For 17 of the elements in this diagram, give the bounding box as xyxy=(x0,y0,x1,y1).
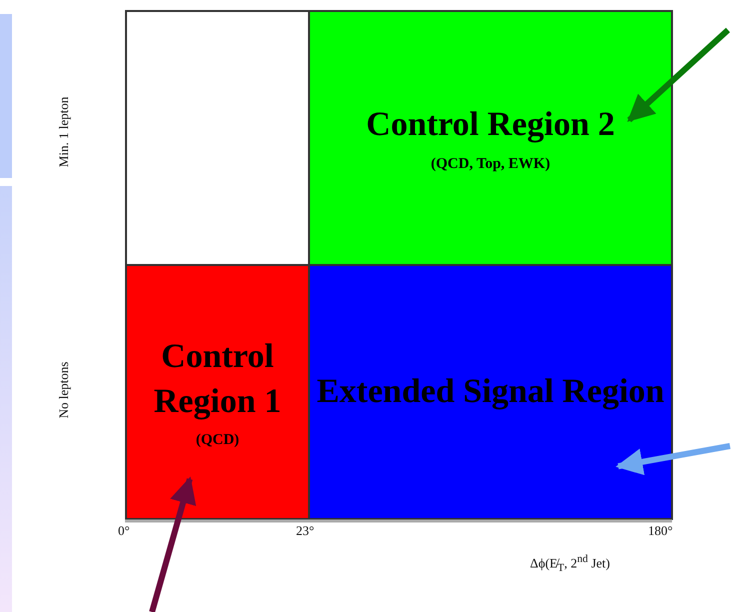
arrow xyxy=(627,28,730,122)
tick-label: 0° xyxy=(118,523,130,539)
region-box xyxy=(125,264,310,520)
region-note: (QCD) xyxy=(196,432,240,449)
region-note: (QCD, Top, EWK) xyxy=(430,156,550,173)
axis-label: Min. 1 lepton xyxy=(56,96,72,168)
region-box xyxy=(308,264,673,520)
tick-label: 23° xyxy=(296,523,314,539)
region-title: Control Region 2 xyxy=(366,105,615,146)
axis-title: Δϕ(E̸$_{T}$, 2$^{nd}$ Jet) xyxy=(530,553,610,574)
region-title: Control Region 1 xyxy=(152,337,282,422)
arrow xyxy=(149,476,196,612)
region-title: Extended Signal Region xyxy=(316,372,664,412)
arrow xyxy=(616,443,731,476)
axis-label: No leptons xyxy=(56,362,72,418)
tick-label: 180° xyxy=(648,523,673,539)
region-box xyxy=(308,10,673,266)
